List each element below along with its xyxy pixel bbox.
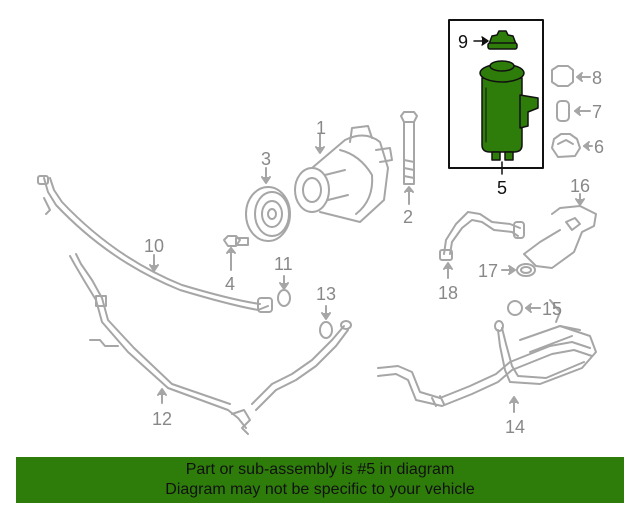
part-4-bolt xyxy=(223,235,249,271)
part-7-sleeve xyxy=(556,100,591,122)
callout-7: 7 xyxy=(592,102,602,122)
part-8-cap xyxy=(551,65,591,87)
part-12-return-line xyxy=(69,253,352,435)
part-15-o-ring xyxy=(507,300,541,316)
callout-13: 13 xyxy=(316,284,336,304)
callout-4: 4 xyxy=(225,274,235,294)
part-14-cooler-line xyxy=(377,299,597,413)
callout-1: 1 xyxy=(316,118,326,138)
notice-line-1: Part or sub-assembly is #5 in diagram xyxy=(185,461,455,478)
callout-15: 15 xyxy=(542,299,562,319)
callout-18: 18 xyxy=(438,283,458,303)
callout-8: 8 xyxy=(592,68,602,88)
callout-14: 14 xyxy=(505,417,525,437)
part-1-power-steering-pump xyxy=(294,125,393,223)
part-10-pressure-hose xyxy=(37,175,273,313)
part-5-power-steering-reservoir[interactable] xyxy=(479,60,539,161)
callout-3: 3 xyxy=(261,149,271,169)
part-9-reservoir-cap[interactable] xyxy=(487,30,518,50)
callout-16: 16 xyxy=(570,176,590,196)
callout-1-line xyxy=(315,136,325,154)
part-18-feed-hose xyxy=(439,211,525,279)
notice-line-2: Diagram may not be specific to your vehi… xyxy=(165,481,475,498)
callout-12: 12 xyxy=(152,409,172,429)
callout-11: 11 xyxy=(274,254,293,274)
part-6-filler-cap xyxy=(551,133,593,158)
part-13-o-ring xyxy=(319,305,333,339)
callout-6: 6 xyxy=(594,137,604,157)
part-3-pulley xyxy=(245,167,291,242)
callout-5: 5 xyxy=(497,178,507,198)
callout-17: 17 xyxy=(478,261,498,281)
part-2-bolt xyxy=(400,111,418,205)
notice-banner: Part or sub-assembly is #5 in diagram Di… xyxy=(16,457,624,503)
callout-9: 9 xyxy=(458,32,468,52)
highlight-frame xyxy=(448,19,544,169)
part-16-suction-hose xyxy=(523,193,597,269)
callout-9-arrow xyxy=(473,36,489,46)
callout-2: 2 xyxy=(403,207,413,227)
part-17-clamp xyxy=(501,263,536,277)
callout-10: 10 xyxy=(144,236,164,256)
part-11-o-ring xyxy=(277,275,291,307)
